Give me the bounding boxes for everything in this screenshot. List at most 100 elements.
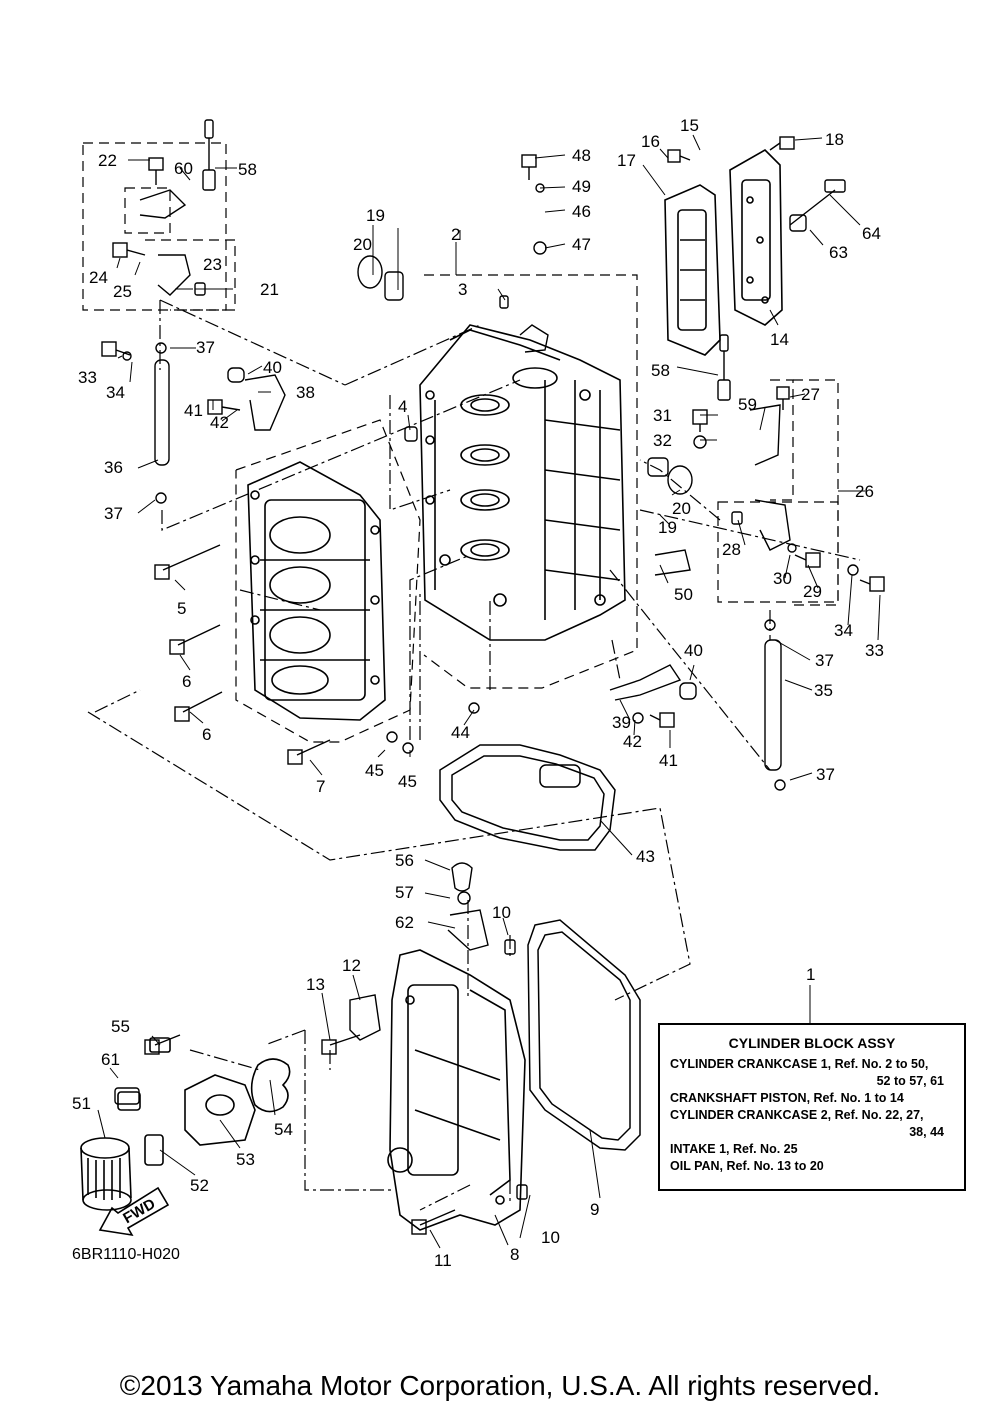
subassembly-boxes [82, 142, 839, 743]
crankcase-gasket [439, 744, 616, 851]
callout-45b: 45 [398, 772, 417, 791]
callout-36: 36 [104, 458, 123, 477]
callout-43: 43 [636, 847, 655, 866]
callout-21: 21 [260, 280, 279, 299]
copyright-notice: ©2013 Yamaha Motor Corporation, U.S.A. A… [119, 1370, 881, 1401]
callout-11: 11 [434, 1251, 452, 1270]
callout-37b: 37 [104, 504, 123, 523]
callout-14: 14 [770, 330, 789, 349]
callout-15: 15 [680, 116, 699, 135]
callout-37c: 37 [815, 651, 834, 670]
callout-3: 3 [458, 280, 467, 299]
callout-47: 47 [572, 235, 591, 254]
hose-35 [764, 639, 782, 771]
callout-8: 8 [510, 1245, 519, 1264]
callout-46: 46 [572, 202, 591, 221]
callout-24: 24 [89, 268, 108, 287]
reference-line-1-continued: 52 to 57, 61 [876, 1074, 944, 1088]
leader-lines [97, 134, 881, 1249]
callout-63: 63 [829, 243, 848, 262]
callout-10b: 10 [541, 1228, 560, 1247]
callout-20a: 20 [353, 235, 372, 254]
callout-50: 50 [674, 585, 693, 604]
callout-numbers: 1 2 3 4 5 6 6 7 8 9 10 10 11 12 13 14 15… [72, 116, 884, 1270]
reference-line-3-continued: 38, 44 [909, 1125, 944, 1139]
callout-37a: 37 [196, 338, 215, 357]
exhaust-cover [664, 149, 783, 356]
callout-5: 5 [177, 599, 186, 618]
oil-pan [387, 949, 526, 1231]
callout-40b: 40 [684, 641, 703, 660]
callout-6b: 6 [202, 725, 211, 744]
reference-line-1: CYLINDER CRANKCASE 1, Ref. No. 2 to 50, [670, 1057, 929, 1071]
callout-41b: 41 [659, 751, 678, 770]
callout-13: 13 [306, 975, 325, 994]
oil-filter-assembly [80, 1037, 291, 1211]
callout-58b: 58 [651, 361, 670, 380]
callout-12: 12 [342, 956, 361, 975]
reference-line-3: CYLINDER CRANKCASE 2, Ref. No. 22, 27, [670, 1108, 924, 1122]
callout-45a: 45 [365, 761, 384, 780]
callout-51: 51 [72, 1094, 91, 1113]
hose-36 [154, 359, 170, 466]
callout-64: 64 [862, 224, 881, 243]
callout-62: 62 [395, 913, 414, 932]
small-parts [101, 119, 885, 1235]
callout-52: 52 [190, 1176, 209, 1195]
callout-26: 26 [855, 482, 874, 501]
callout-10a: 10 [492, 903, 511, 922]
callout-59: 59 [738, 395, 757, 414]
diagram-part-code: 6BR1110-H020 [72, 1246, 180, 1263]
callout-31: 31 [653, 406, 672, 425]
callout-40a: 40 [263, 358, 282, 377]
callout-34a: 34 [106, 383, 125, 402]
reference-line-4: INTAKE 1, Ref. No. 25 [670, 1142, 798, 1156]
callout-7: 7 [316, 777, 325, 796]
assembly-reference-box: CYLINDER BLOCK ASSY CYLINDER CRANKCASE 1… [658, 1023, 966, 1191]
callout-16: 16 [641, 132, 660, 151]
reference-title: CYLINDER BLOCK ASSY [728, 1035, 896, 1051]
intake-subassembly-box [82, 142, 227, 311]
reference-line-5: OIL PAN, Ref. No. 13 to 20 [670, 1159, 824, 1173]
callout-56: 56 [395, 851, 414, 870]
callout-53: 53 [236, 1150, 255, 1169]
callout-29: 29 [803, 582, 822, 601]
callout-1: 1 [806, 965, 815, 984]
callout-23: 23 [203, 255, 222, 274]
callout-17: 17 [617, 151, 636, 170]
callout-33b: 33 [865, 641, 884, 660]
callout-42a: 42 [210, 413, 229, 432]
callout-55: 55 [111, 1017, 130, 1036]
callout-35: 35 [814, 681, 833, 700]
callout-19b: 19 [658, 518, 677, 537]
callout-42b: 42 [623, 732, 642, 751]
callout-20b: 20 [672, 499, 691, 518]
callout-44: 44 [451, 723, 470, 742]
callout-2: 2 [451, 225, 460, 244]
callout-34b: 34 [834, 621, 853, 640]
callout-30: 30 [773, 569, 792, 588]
crankcase-half [247, 461, 386, 721]
reference-line-2: CRANKSHAFT PISTON, Ref. No. 1 to 14 [670, 1091, 904, 1105]
callout-4: 4 [398, 397, 407, 416]
callout-49: 49 [572, 177, 591, 196]
cylinder-block [419, 324, 626, 641]
callout-38: 38 [296, 383, 315, 402]
callout-61: 61 [101, 1050, 120, 1069]
callout-60: 60 [174, 159, 193, 178]
forward-arrow [98, 1186, 170, 1237]
callout-32: 32 [653, 431, 672, 450]
callout-33a: 33 [78, 368, 97, 387]
callout-39: 39 [612, 713, 631, 732]
callout-25: 25 [113, 282, 132, 301]
callout-6a: 6 [182, 672, 191, 691]
callout-22: 22 [98, 151, 117, 170]
callout-18: 18 [825, 130, 844, 149]
callout-48: 48 [572, 146, 591, 165]
oil-pan-gasket [527, 919, 641, 1151]
callout-41a: 41 [184, 401, 203, 420]
callout-57: 57 [395, 883, 414, 902]
callout-9: 9 [590, 1200, 599, 1219]
callout-37d: 37 [816, 765, 835, 784]
